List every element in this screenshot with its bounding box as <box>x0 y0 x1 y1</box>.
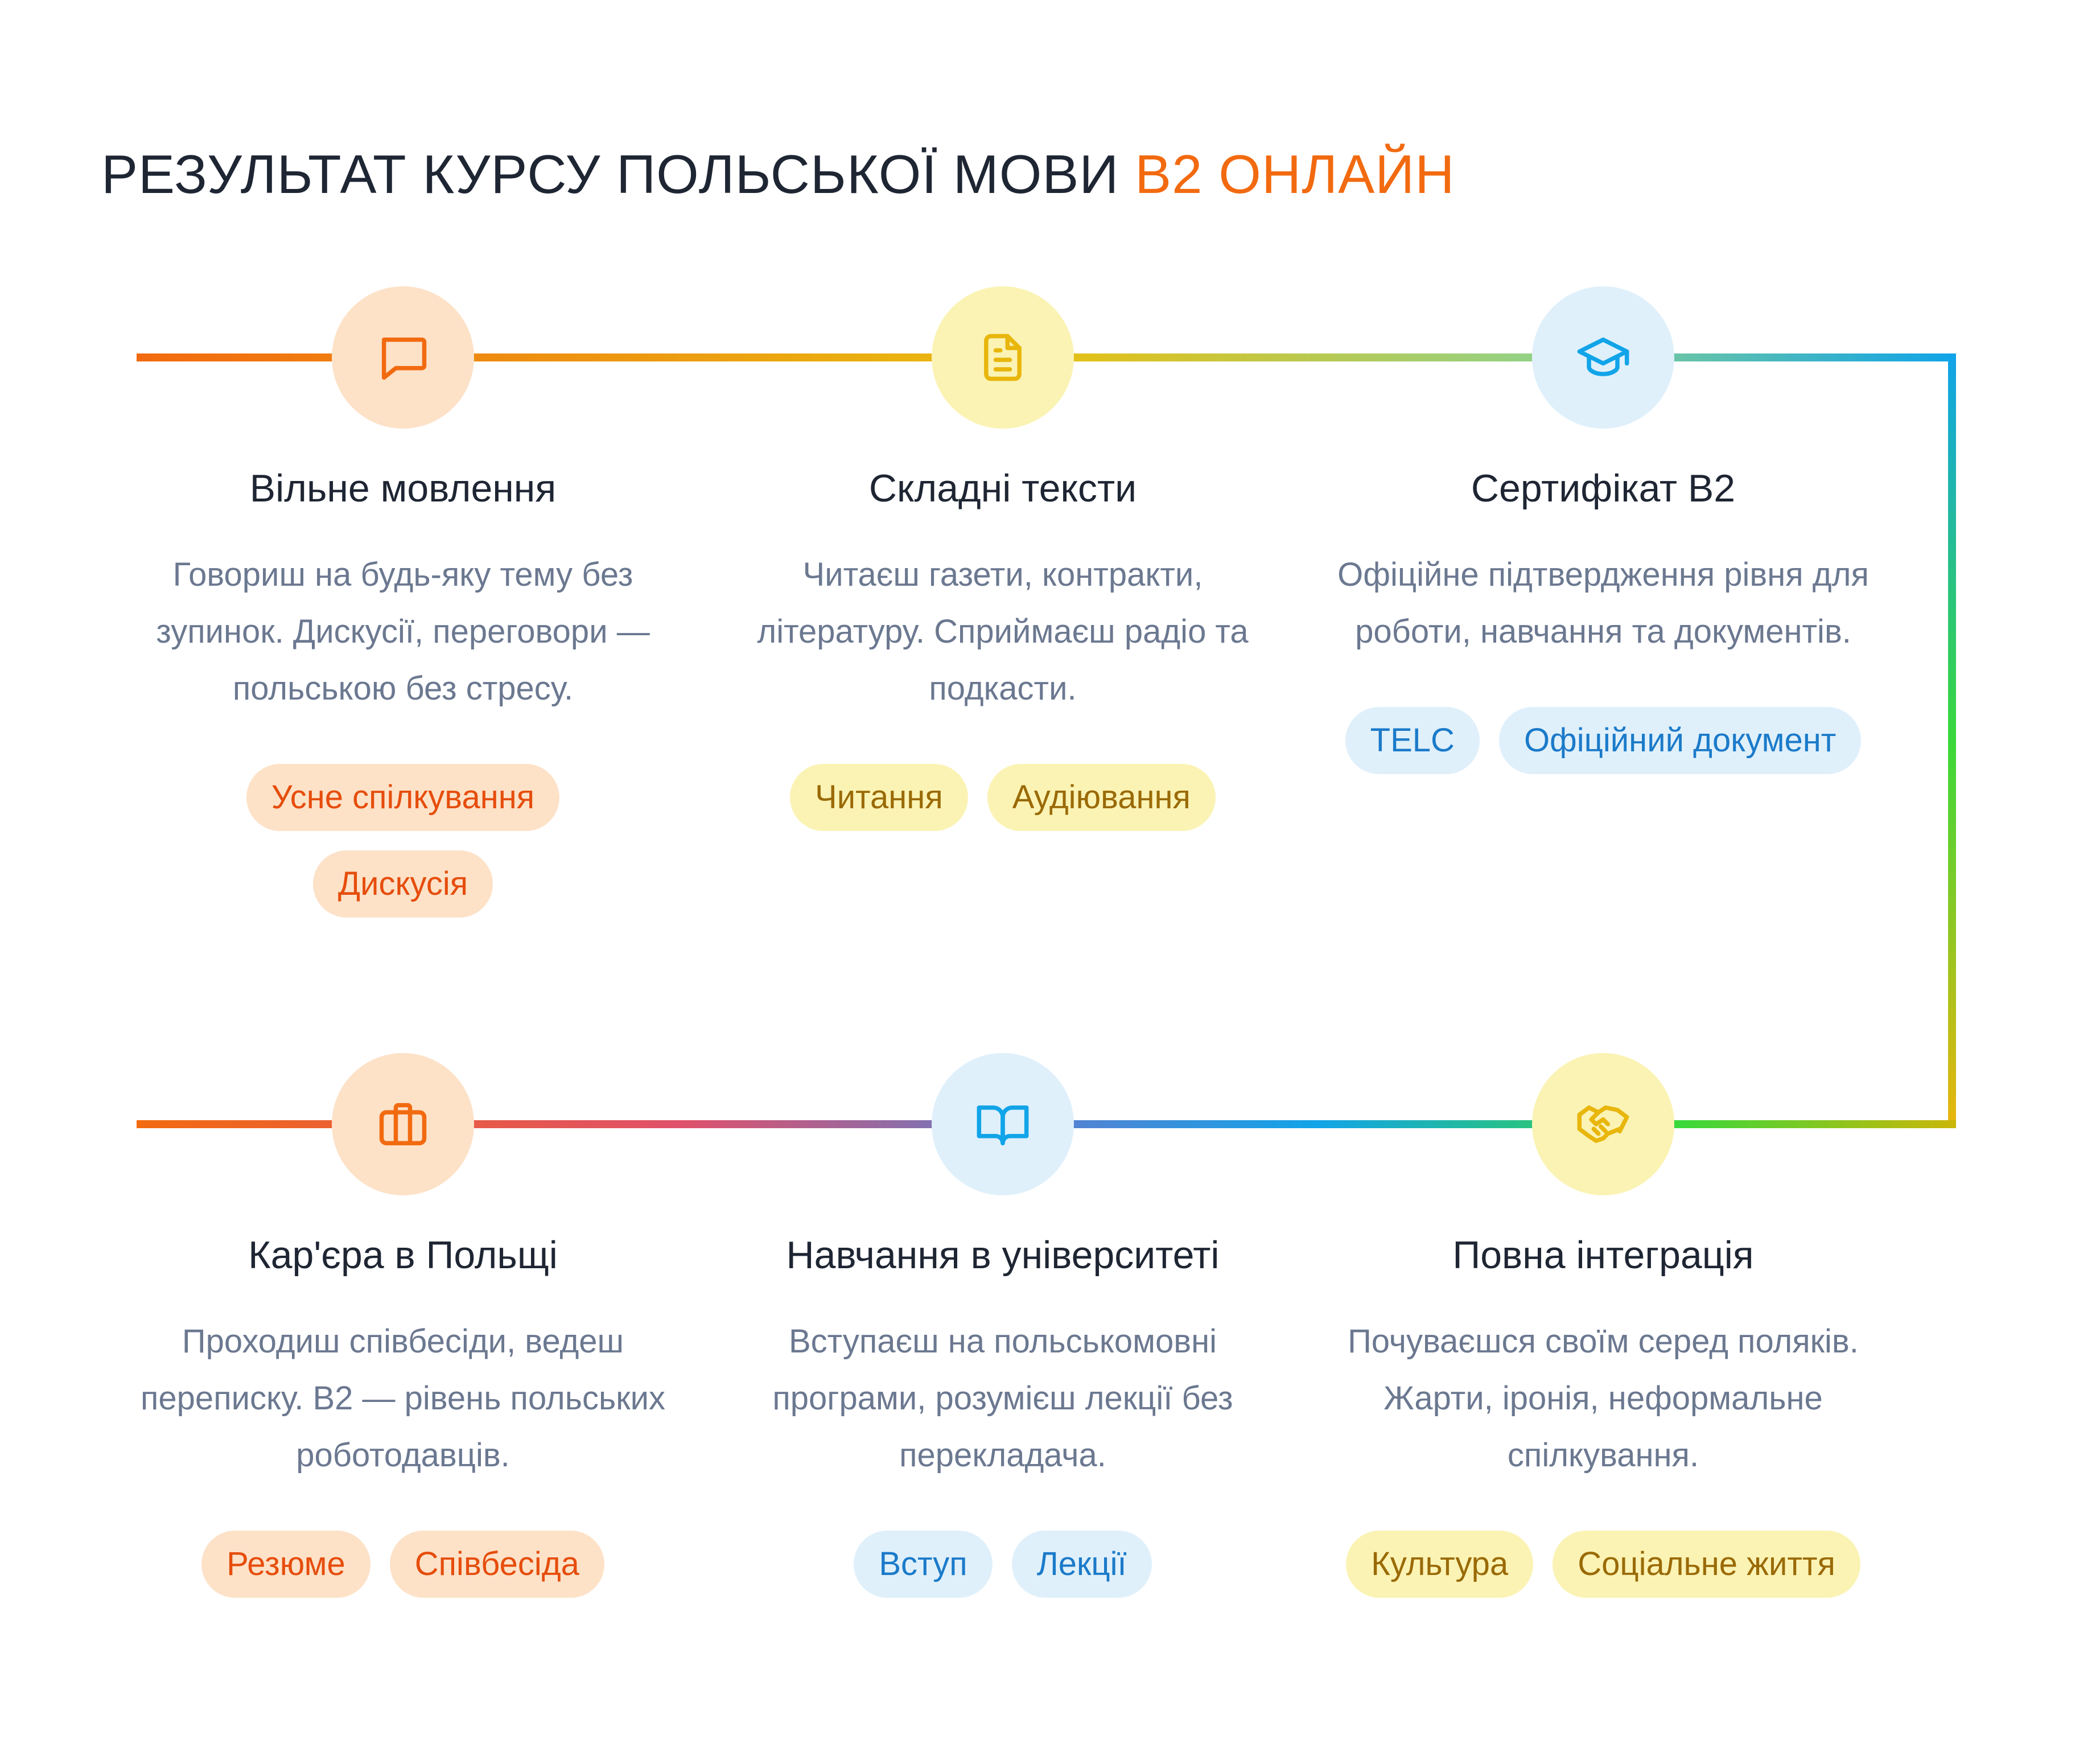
chat-bubble-icon <box>381 338 427 380</box>
step-4-node <box>332 1053 474 1195</box>
step-1-tags: Усне спілкування Дискусія <box>227 764 579 918</box>
step-3-node <box>1532 286 1674 429</box>
step-5-node <box>932 1053 1074 1195</box>
step-6-tags: Культура Соціальне життя <box>1319 1531 1888 1598</box>
step-2-tags: Читання Аудіювання <box>718 764 1287 831</box>
step-1-description: Говориш на будь-яку тему без зупинок. Ди… <box>156 556 650 707</box>
step-3-card: Сертифікат B2 Офіційне підтвердження рів… <box>1319 466 1888 774</box>
tag: TELC <box>1345 707 1480 774</box>
step-4-description: Проходиш співбесіди, ведеш переписку. B2… <box>141 1323 665 1474</box>
briefcase-icon <box>379 1103 427 1146</box>
graduation-cap-icon <box>1577 338 1629 376</box>
tag: Резюме <box>201 1531 370 1598</box>
step-6-description: Почуваєшся своїм серед поляків. Жарти, і… <box>1348 1323 1859 1474</box>
step-2-card: Складні тексти Читаєш газети, контракти,… <box>718 466 1287 831</box>
handshake-icon <box>1577 1105 1629 1143</box>
tag: Соціальне життя <box>1553 1531 1860 1598</box>
tag: Культура <box>1346 1531 1534 1598</box>
step-1-title: Вільне мовлення <box>249 467 557 510</box>
step-6-node <box>1532 1053 1674 1195</box>
step-6-card: Повна інтеграція Почуваєшся своїм серед … <box>1319 1232 1888 1598</box>
step-2-node <box>932 286 1074 429</box>
tag: Усне спілкування <box>246 764 560 831</box>
step-3-description: Офіційне підтвердження рівня для роботи,… <box>1337 556 1869 650</box>
step-4-title: Кар'єра в Польщі <box>248 1233 558 1277</box>
step-3-tags: TELC Офіційний документ <box>1319 707 1888 774</box>
step-4-card: Кар'єра в Польщі Проходиш співбесіди, ве… <box>118 1232 687 1598</box>
tag: Офіційний документ <box>1498 707 1862 774</box>
step-1-card: Вільне мовлення Говориш на будь-яку тему… <box>118 466 687 918</box>
step-5-card: Навчання в університеті Вступаєш на поль… <box>718 1232 1287 1598</box>
step-4-tags: Резюме Співбесіда <box>118 1531 687 1598</box>
tag: Вступ <box>854 1531 993 1598</box>
tag: Аудіювання <box>987 764 1216 831</box>
title-accent: B2 ОНЛАЙН <box>1135 144 1455 205</box>
step-2-description: Читаєш газети, контракти, літературу. Сп… <box>757 556 1249 707</box>
tag: Дискусія <box>312 850 493 918</box>
title-main: РЕЗУЛЬТАТ КУРСУ ПОЛЬСЬКОЇ МОВИ <box>101 144 1119 205</box>
step-5-tags: Вступ Лекції <box>718 1531 1287 1598</box>
tag: Читання <box>790 764 968 831</box>
page-title: РЕЗУЛЬТАТ КУРСУ ПОЛЬСЬКОЇ МОВИ B2 ОНЛАЙН <box>101 143 1455 206</box>
step-5-description: Вступаєш на польськомовні програми, розу… <box>772 1323 1233 1474</box>
step-3-title: Сертифікат B2 <box>1471 467 1736 510</box>
tag: Співбесіда <box>389 1531 604 1598</box>
step-6-title: Повна інтеграція <box>1452 1233 1754 1277</box>
step-1-node <box>332 286 474 429</box>
open-book-icon <box>977 1105 1029 1146</box>
tag: Лекції <box>1011 1531 1152 1598</box>
step-5-title: Навчання в університеті <box>786 1233 1220 1277</box>
step-2-title: Складні тексти <box>868 467 1137 510</box>
document-icon <box>984 334 1022 381</box>
